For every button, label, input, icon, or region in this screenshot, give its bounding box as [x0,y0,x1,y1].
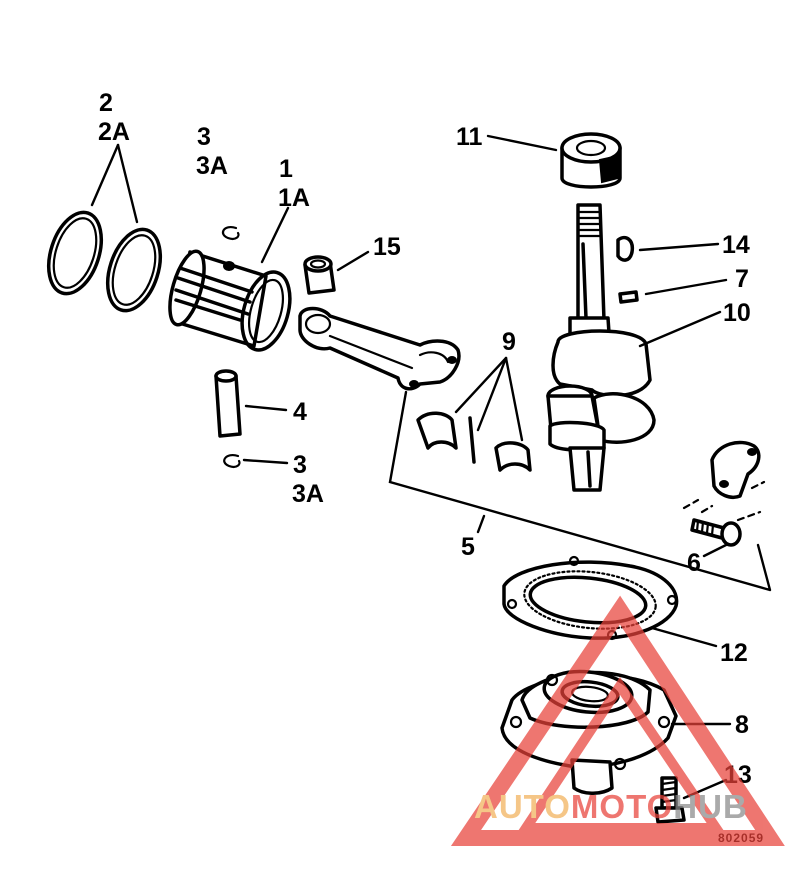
leader-3-bottom [242,458,289,465]
leader-11 [486,134,558,152]
leader-9 [454,356,524,442]
rod-cap-screw [690,518,742,547]
callout-6: 6 [687,549,701,577]
callout-9: 9 [502,328,516,356]
callout-2: 2 [99,89,113,117]
automotohub-watermark-logo: AUTOMOTOHUB [450,595,785,846]
crankshaft [546,203,656,492]
callout-10: 10 [723,299,751,327]
leader-5 [388,390,772,592]
leader-12 [650,626,718,648]
rod-cap-guide-lines [682,480,766,522]
wrist-pin [214,369,242,438]
leader-15 [336,250,370,272]
connecting-rod [298,306,461,391]
gasket [502,555,679,641]
watermark-hub: HUB [673,788,748,825]
callout-11: 11 [456,123,483,151]
callout-14: 14 [722,231,750,259]
retaining-clip-bottom [223,454,241,469]
watermark-auto: AUTO [474,788,571,825]
needle-bearing-wrist-pin [303,255,336,295]
woodruff-key [616,235,635,262]
rod-bearing-halves [416,411,532,472]
retaining-clip-top [221,226,240,241]
leader-14 [638,242,720,252]
watermark-moto: MOTO [571,788,673,825]
callout-3-top: 3 [197,123,211,151]
piston-rings [46,210,163,313]
callout-1: 1 [279,155,293,183]
leader-7 [644,278,728,296]
callout-3a-top: 3A [196,152,228,180]
rod-cap [710,440,761,499]
key-pin [618,290,639,304]
callout-1a: 1A [278,184,310,212]
leader-10 [638,310,722,348]
callout-2a: 2A [98,118,130,146]
callout-7: 7 [735,265,749,293]
housing-screw [654,776,686,824]
piston [168,249,292,352]
callout-3a-bottom: 3A [292,480,324,508]
callout-8: 8 [735,711,749,739]
callout-15: 15 [373,233,401,261]
leader-2 [90,143,139,224]
svg-text:AUTOMOTOHUB: AUTOMOTOHUB [474,788,748,825]
callout-12: 12 [720,639,748,667]
leader-1 [260,206,290,264]
crankshaft-bearing-sleeve [560,132,622,189]
callout-3-bottom: 3 [293,451,307,479]
leader-6 [702,542,730,558]
leader-4 [244,404,288,412]
callout-4: 4 [293,398,307,426]
callout-5: 5 [461,533,475,561]
